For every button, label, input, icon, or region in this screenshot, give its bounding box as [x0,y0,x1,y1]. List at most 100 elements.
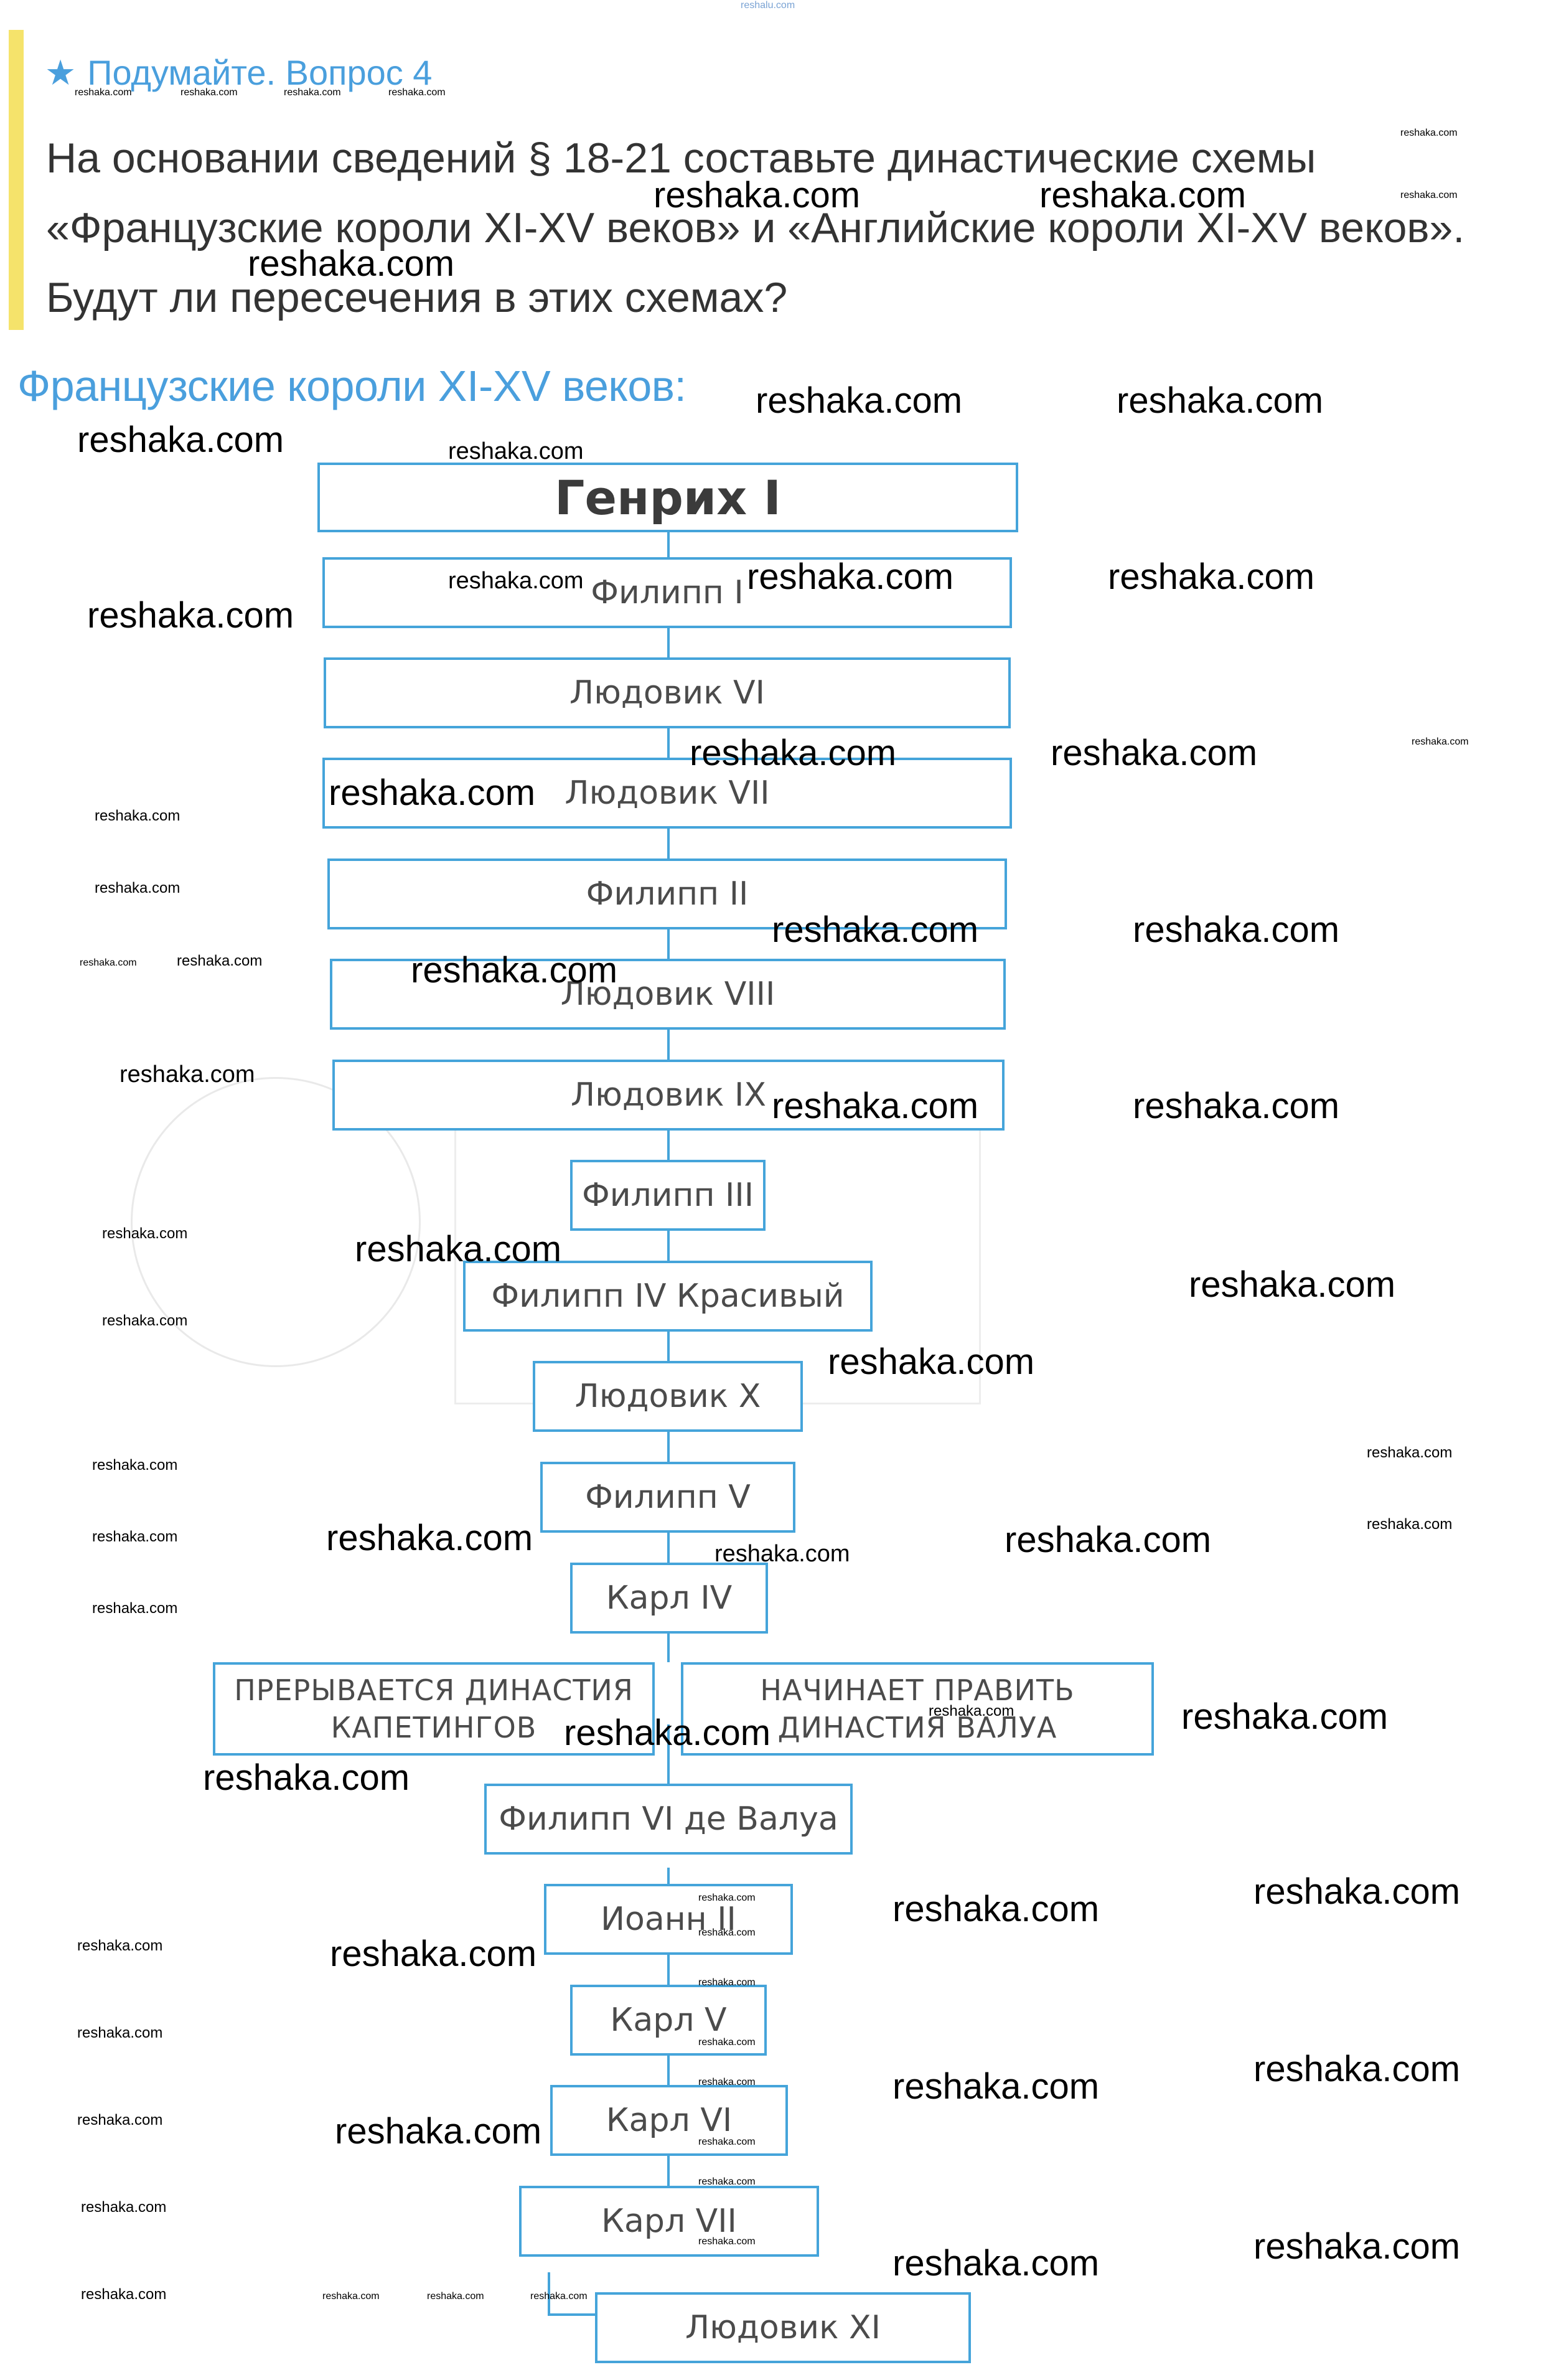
watermark: reshaka.com [772,910,979,950]
watermark: reshaka.com [92,1528,178,1545]
watermark: reshaka.com [248,243,455,284]
watermark: reshaka.com [330,1934,537,1974]
watermark: reshaka.com [1117,380,1324,421]
watermark: reshaka.com [448,568,584,594]
watermark: reshaka.com [714,1541,850,1567]
watermark: reshaka.com [698,1893,756,1903]
watermark: reshaka.com [530,2291,588,2302]
watermark: reshaka.com [92,1600,178,1617]
watermark: reshaka.com [355,1229,562,1269]
king-box-15: Карл V [570,1985,767,2056]
star-icon: ★ [45,53,77,92]
king-box-9: Филипп IV Красивый [463,1261,873,1332]
watermark: reshaka.com [81,2199,167,2216]
watermark: reshaka.com [102,1312,188,1329]
watermark: reshaka.com [698,2077,756,2087]
site-header[interactable]: reshalu.com [741,0,795,11]
king-box-14: Иоанн II [544,1884,793,1955]
king-box-7: Людовик IX [332,1060,1005,1131]
watermark: reshaka.com [698,2176,756,2187]
watermark: reshaka.com [1367,1444,1453,1461]
watermark: reshaka.com [929,1703,1014,1719]
watermark: reshaka.com [747,557,954,597]
connector-line [548,2313,597,2316]
watermark: reshaka.com [326,1518,533,1558]
watermark: reshaka.com [1189,1264,1396,1305]
note-valois-begin: НАЧИНАЕТ ПРАВИТЬ ДИНАСТИЯ ВАЛУА [681,1662,1154,1756]
watermark: reshaka.com [1253,1871,1461,1912]
watermark: reshaka.com [284,87,341,98]
watermark: reshaka.com [1133,910,1340,950]
watermark: reshaka.com [95,880,180,896]
watermark: reshaka.com [1133,1086,1340,1126]
watermark: reshaka.com [119,1061,255,1088]
watermark: reshaka.com [1005,1520,1212,1560]
watermark: reshaka.com [177,952,263,969]
watermark: reshaka.com [1400,128,1458,138]
note-capetians-end: ПРЕРЫВАЕТСЯ ДИНАСТИЯ КАПЕТИНГОВ [213,1662,655,1756]
watermark: reshaka.com [1367,1516,1453,1533]
king-box-11: Филипп V [540,1462,795,1533]
watermark: reshaka.com [828,1342,1035,1382]
section-title: Французские короли XI-XV веков: [17,362,686,410]
callout-title: ★ Подумайте. Вопрос 4 [45,52,432,93]
king-box-5: Филипп II [327,858,1007,929]
king-box-8: Филипп III [570,1160,766,1231]
watermark: reshaka.com [756,380,963,421]
watermark: reshaka.com [564,1713,771,1753]
watermark: reshaka.com [698,2037,756,2048]
king-box-18: Людовик XI [595,2292,971,2363]
connector-line [667,1724,670,1824]
watermark: reshaka.com [102,1225,188,1242]
watermark: reshaka.com [654,175,861,215]
watermark: reshaka.com [1051,733,1258,773]
watermark: reshaka.com [698,1927,756,1938]
watermark: reshaka.com [1253,2226,1461,2267]
question-callout: ★ Подумайте. Вопрос 4 На основании сведен… [9,30,1502,330]
king-box-6: Людовик VIII [330,959,1006,1030]
watermark: reshaka.com [1253,2049,1461,2089]
watermark: reshaka.com [203,1757,410,1798]
king-box-2: Филипп I [322,557,1012,628]
king-box-10: Людовик X [533,1361,803,1432]
callout-marker [9,30,24,330]
watermark: reshaka.com [75,87,132,98]
watermark: reshaka.com [77,1937,163,1954]
watermark: reshaka.com [1181,1696,1389,1737]
king-box-1: Генрих I [317,463,1018,532]
watermark: reshaka.com [95,807,180,824]
king-box-16: Карл VI [550,2085,788,2156]
watermark: reshaka.com [411,950,618,990]
watermark: reshaka.com [698,1977,756,1988]
watermark: reshaka.com [690,733,897,773]
watermark: reshaka.com [698,2236,756,2247]
king-box-13: Филипп VI де Валуа [484,1784,853,1855]
king-box-4: Людовик VII [322,758,1012,829]
watermark: reshaka.com [322,2291,380,2302]
watermark: reshaka.com [81,2286,167,2303]
callout-title-text: Подумайте. Вопрос 4 [87,53,433,92]
background-logo-circle [131,1077,421,1367]
watermark: reshaka.com [87,595,294,636]
watermark: reshaka.com [1400,190,1458,200]
watermark: reshaka.com [77,2025,163,2041]
connector-line [548,2272,550,2316]
watermark: reshaka.com [892,1889,1100,1929]
watermark: reshaka.com [698,2137,756,2147]
watermark: reshaka.com [92,1457,178,1474]
watermark: reshaka.com [772,1086,979,1126]
king-box-3: Людовик VI [324,657,1011,728]
watermark: reshaka.com [335,2111,542,2152]
watermark: reshaka.com [1039,175,1247,215]
question-text: На основании сведений § 18-21 составьте … [46,134,1465,321]
king-box-12: Карл IV [570,1563,768,1634]
watermark: reshaka.com [448,438,584,464]
watermark: reshaka.com [77,2112,163,2128]
watermark: reshaka.com [388,87,446,98]
watermark: reshaka.com [80,957,137,968]
watermark: reshaka.com [1108,557,1315,597]
watermark: reshaka.com [427,2291,484,2302]
watermark: reshaka.com [77,420,284,460]
watermark: reshaka.com [180,87,238,98]
